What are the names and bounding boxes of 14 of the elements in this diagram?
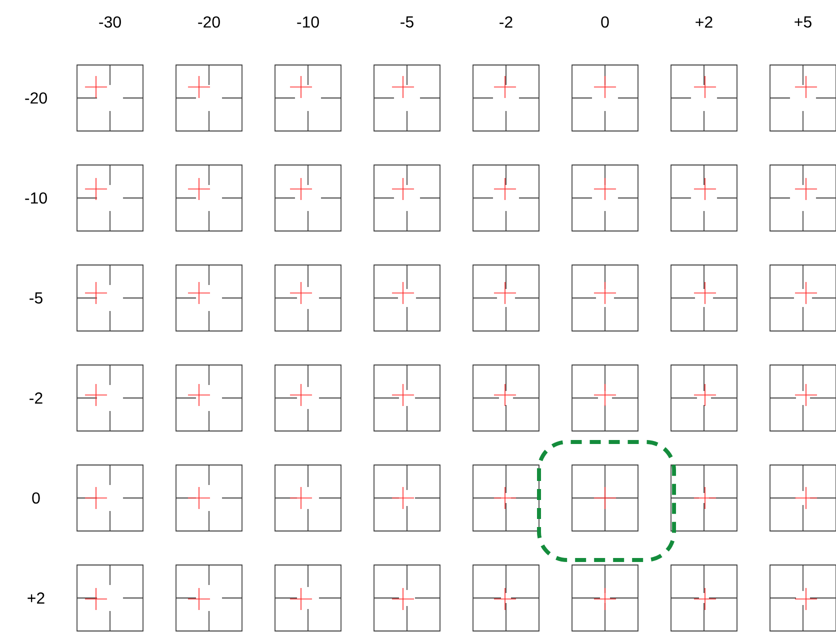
- column-label: -2: [500, 16, 512, 28]
- row-label: -5: [30, 292, 42, 304]
- column-label: +5: [794, 16, 812, 28]
- column-label: -30: [99, 16, 121, 28]
- column-label: -10: [297, 16, 319, 28]
- column-label: 0: [601, 16, 609, 28]
- column-label: -20: [198, 16, 220, 28]
- row-label: -10: [25, 192, 47, 204]
- row-label: -20: [25, 92, 47, 104]
- row-label: -2: [30, 392, 42, 404]
- row-label: +2: [28, 592, 44, 604]
- column-label: -5: [400, 16, 414, 28]
- column-label: +2: [696, 16, 712, 28]
- row-label: 0: [32, 492, 40, 504]
